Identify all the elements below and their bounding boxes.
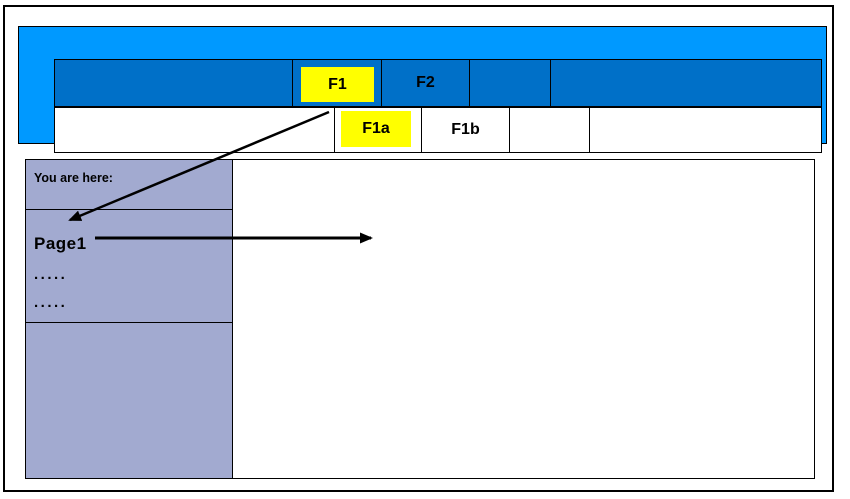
primary-tab-cell-5[interactable]: [551, 60, 821, 106]
primary-tab-cell-f1[interactable]: [293, 60, 382, 106]
tab-f2-label: F2: [416, 74, 435, 91]
secondary-tab-cell-1[interactable]: [55, 108, 335, 152]
tab-f1a-highlight[interactable]: F1a: [341, 111, 411, 147]
sidebar-nav-section: Page1 ..... .....: [26, 210, 232, 323]
secondary-tab-cell-f1b[interactable]: F1b: [422, 108, 510, 152]
sidebar-empty-section: [26, 323, 232, 478]
tab-f1b-label: F1b: [451, 121, 480, 138]
primary-nav-bar: F2: [54, 59, 822, 107]
primary-tab-cell-f2[interactable]: F2: [382, 60, 470, 106]
secondary-tab-cell-f1a[interactable]: [335, 108, 422, 152]
page-frame: F2 F1b F1 F1a: [3, 5, 834, 492]
tab-f1a-label: F1a: [362, 120, 390, 137]
secondary-nav-bar: F1b: [54, 107, 822, 153]
secondary-tab-cell-5[interactable]: [590, 108, 821, 152]
tab-f1-label: F1: [328, 75, 347, 93]
tab-f1-highlight[interactable]: F1: [301, 67, 374, 102]
sidebar-header: You are here:: [26, 160, 232, 210]
top-navigation-frame: F2 F1b F1 F1a: [18, 26, 827, 153]
primary-tab-cell-1[interactable]: [55, 60, 293, 106]
sidebar-item-page1[interactable]: Page1: [34, 234, 87, 253]
content-area: [232, 159, 815, 479]
sidebar-item-dots-1: .....: [34, 266, 68, 283]
secondary-tab-cell-4[interactable]: [510, 108, 590, 152]
primary-tab-cell-4[interactable]: [470, 60, 551, 106]
sidebar: You are here: Page1 ..... .....: [25, 159, 233, 479]
sidebar-item-dots-2: .....: [34, 294, 68, 311]
